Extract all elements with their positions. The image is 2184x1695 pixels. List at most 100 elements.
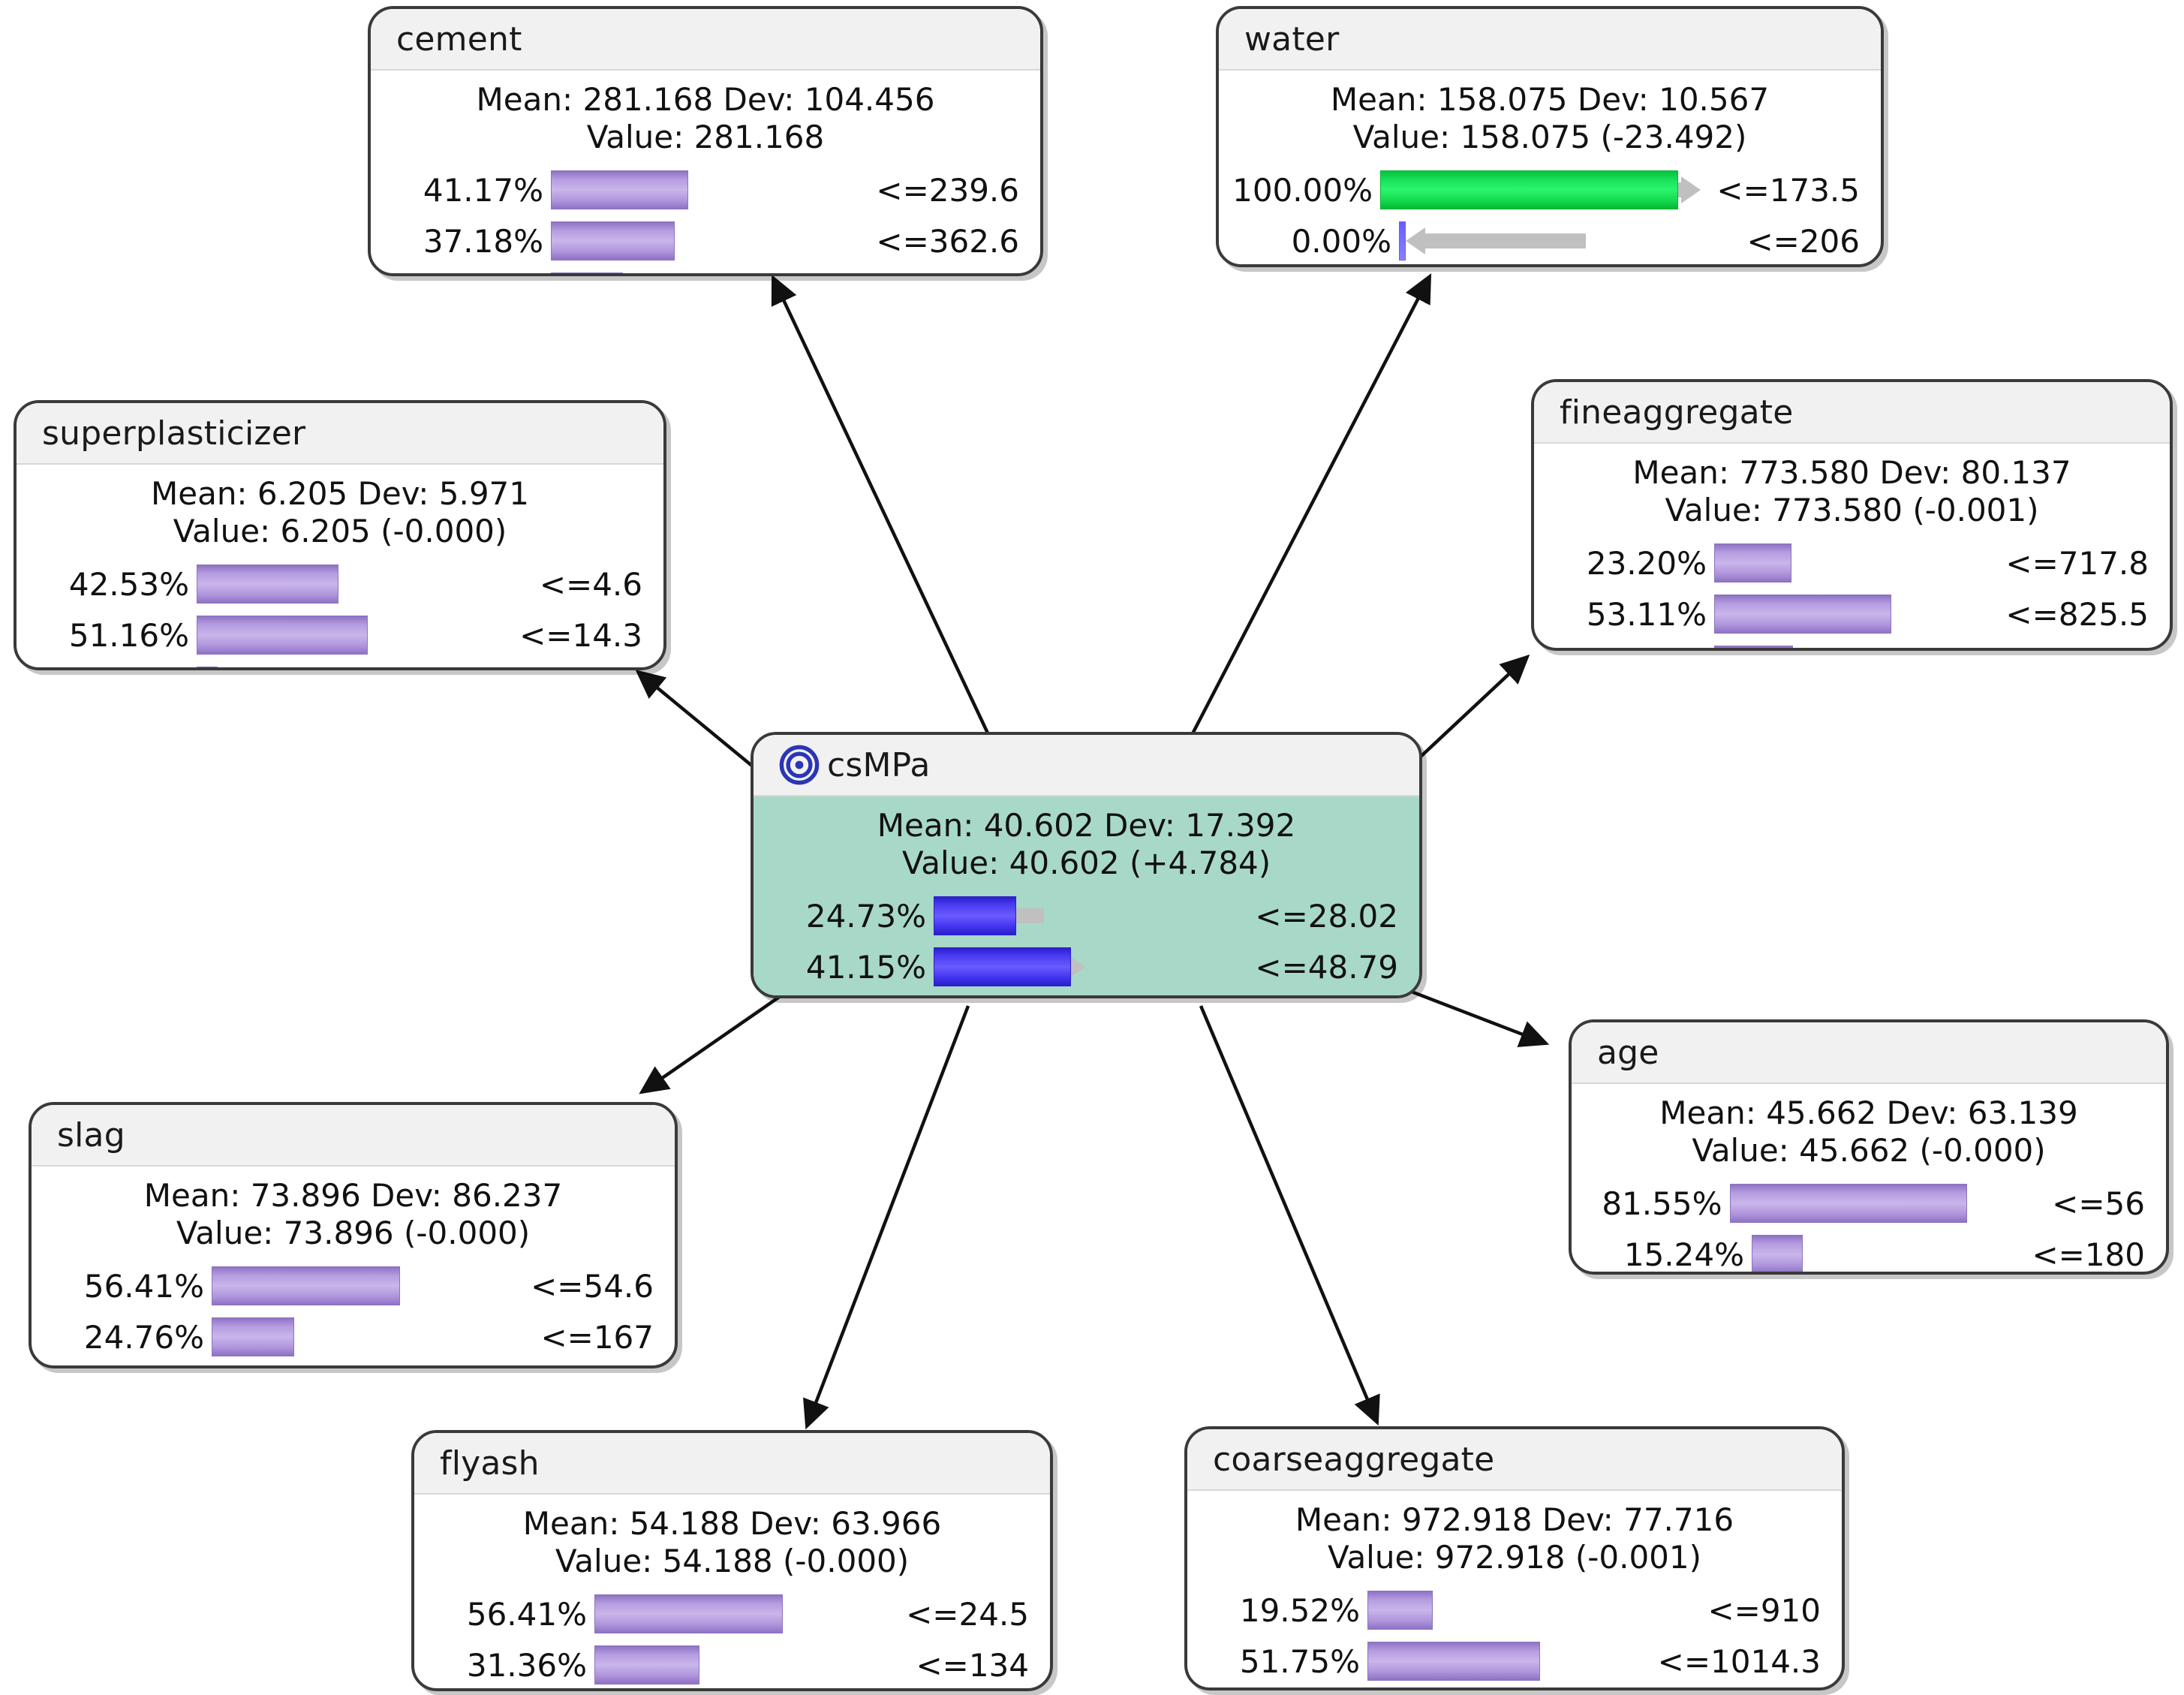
row-percent: 24.76% bbox=[83, 1318, 204, 1356]
node-header-age: age bbox=[1572, 1022, 2166, 1084]
row-bar-area bbox=[197, 558, 438, 610]
distribution-row[interactable]: 24.76% <=167 bbox=[32, 1311, 675, 1362]
distribution-row[interactable]: 41.15%<=48.79 bbox=[754, 941, 1419, 992]
row-range-label: <=1014.3 bbox=[1657, 1642, 1821, 1680]
ghost-change-arrow-left bbox=[1405, 227, 1587, 255]
row-range-label-wrap: <=56 bbox=[1967, 1185, 2166, 1222]
row-range-label-wrap: <=239.6 bbox=[815, 172, 1040, 209]
distribution-row[interactable]: 19.52%<=910 bbox=[1187, 1585, 1842, 1636]
distribution-row[interactable]: 28.74%>1014.3 bbox=[1187, 1687, 1842, 1690]
row-range-label: >14.3 bbox=[546, 668, 642, 670]
row-bar-area bbox=[1714, 640, 1945, 648]
row-range-label-wrap: <=24.5 bbox=[825, 1596, 1050, 1633]
stats-value: Value: 54.188 (-0.000) bbox=[555, 1542, 910, 1579]
row-range-label-wrap: <=167 bbox=[450, 1319, 675, 1356]
row-range-label-wrap: >825.5 bbox=[1945, 647, 2170, 648]
probability-bar bbox=[551, 272, 624, 273]
distribution-row[interactable]: 37.18%<=362.6 bbox=[371, 215, 1040, 266]
distribution-row[interactable]: 51.16%<=14.3 bbox=[17, 610, 663, 661]
distribution-row[interactable]: 56.41% <=24.5 bbox=[414, 1588, 1050, 1639]
distribution-row[interactable]: 12.23%>134 bbox=[414, 1690, 1050, 1691]
distribution-rows-slag: 56.41%<=54.6 24.76% <=167 18.83%>167 bbox=[32, 1260, 675, 1365]
row-range-label-wrap: <=825.5 bbox=[1945, 596, 2170, 633]
stats-mean-dev: Mean: 773.580 Dev: 80.137 bbox=[1632, 454, 2071, 491]
probability-bar bbox=[934, 896, 1017, 936]
probability-bar bbox=[197, 667, 218, 670]
distribution-row[interactable]: 18.83%>167 bbox=[32, 1362, 675, 1365]
row-range-label: <=54.6 bbox=[531, 1267, 654, 1305]
node-title-water: water bbox=[1244, 20, 1340, 59]
distribution-row[interactable]: 100.00%<=173.5 bbox=[1219, 164, 1881, 215]
row-bar-area bbox=[594, 1639, 825, 1688]
distribution-row[interactable]: 0.00%<=206 bbox=[1219, 215, 1881, 264]
distribution-row[interactable]: 51.75% <=1014.3 bbox=[1187, 1636, 1842, 1687]
distribution-row[interactable]: 34.12%>48.79 bbox=[754, 992, 1419, 995]
distribution-row[interactable]: 31.36%<=134 bbox=[414, 1639, 1050, 1688]
distribution-row[interactable]: 0.00%>206 bbox=[1219, 266, 1881, 267]
row-bar-area bbox=[934, 992, 1194, 995]
probability-bar bbox=[551, 221, 675, 261]
row-percent: 23.20% bbox=[1586, 544, 1707, 582]
probability-bar bbox=[197, 564, 339, 604]
node-title-flyash: flyash bbox=[440, 1444, 540, 1483]
row-range-label: >825.5 bbox=[2032, 647, 2149, 648]
distribution-row[interactable]: 6.31% >14.3 bbox=[17, 661, 663, 670]
distribution-row[interactable]: 56.41%<=54.6 bbox=[32, 1260, 675, 1311]
row-percent: 51.75% bbox=[1239, 1642, 1360, 1680]
distribution-row[interactable]: 42.53%<=4.6 bbox=[17, 558, 663, 610]
node-header-csMPa: csMPa bbox=[754, 735, 1419, 796]
row-percent: 53.11% bbox=[1586, 595, 1707, 633]
distribution-row[interactable]: 21.65%>362.6 bbox=[371, 266, 1040, 273]
distribution-row[interactable]: 24.73%<=28.02 bbox=[754, 890, 1419, 941]
row-bar-area bbox=[197, 610, 438, 661]
stats-mean-dev: Mean: 158.075 Dev: 10.567 bbox=[1330, 81, 1770, 118]
row-range-label: <=910 bbox=[1707, 1591, 1821, 1629]
distribution-row[interactable]: 81.55%<=56 bbox=[1572, 1178, 2166, 1229]
row-range-label: <=24.5 bbox=[906, 1595, 1029, 1633]
row-percent: 6.31% bbox=[17, 668, 197, 670]
probability-bar bbox=[1367, 1642, 1541, 1681]
node-title-csMPa: csMPa bbox=[827, 745, 931, 784]
row-bar-area bbox=[212, 1311, 450, 1362]
distribution-row[interactable]: 53.11% <=825.5 bbox=[1534, 589, 2170, 640]
row-range-label-wrap: <=134 bbox=[825, 1647, 1050, 1684]
node-title-fineaggregate: fineaggregate bbox=[1560, 393, 1794, 432]
distribution-row[interactable]: 15.24%<=180 bbox=[1572, 1229, 2166, 1272]
edge-csMPa-to-cement bbox=[771, 274, 993, 740]
row-bar-area bbox=[1367, 1636, 1617, 1687]
row-percent: 23.69% bbox=[1534, 647, 1714, 648]
row-bar-area bbox=[934, 890, 1194, 941]
row-bar-area bbox=[551, 164, 815, 215]
distribution-row[interactable]: 23.69% >825.5 bbox=[1534, 640, 2170, 648]
stats-mean-dev: Mean: 281.168 Dev: 104.456 bbox=[476, 81, 935, 118]
row-range-label-wrap: <=54.6 bbox=[450, 1268, 675, 1305]
row-range-label-wrap: <=206 bbox=[1656, 223, 1881, 260]
node-header-fineaggregate: fineaggregate bbox=[1534, 382, 2170, 444]
target-bullseye-icon bbox=[779, 745, 820, 785]
distribution-row[interactable]: 41.17%<=239.6 bbox=[371, 164, 1040, 215]
row-percent: 56.41% bbox=[466, 1595, 587, 1633]
distribution-rows-coarseaggregate: 19.52%<=910 51.75% <=1014.3 28.74%>1014.3 bbox=[1187, 1585, 1842, 1690]
distribution-row[interactable]: 23.20%<=717.8 bbox=[1534, 537, 2170, 589]
row-range-label-wrap: <=48.79 bbox=[1194, 949, 1419, 986]
